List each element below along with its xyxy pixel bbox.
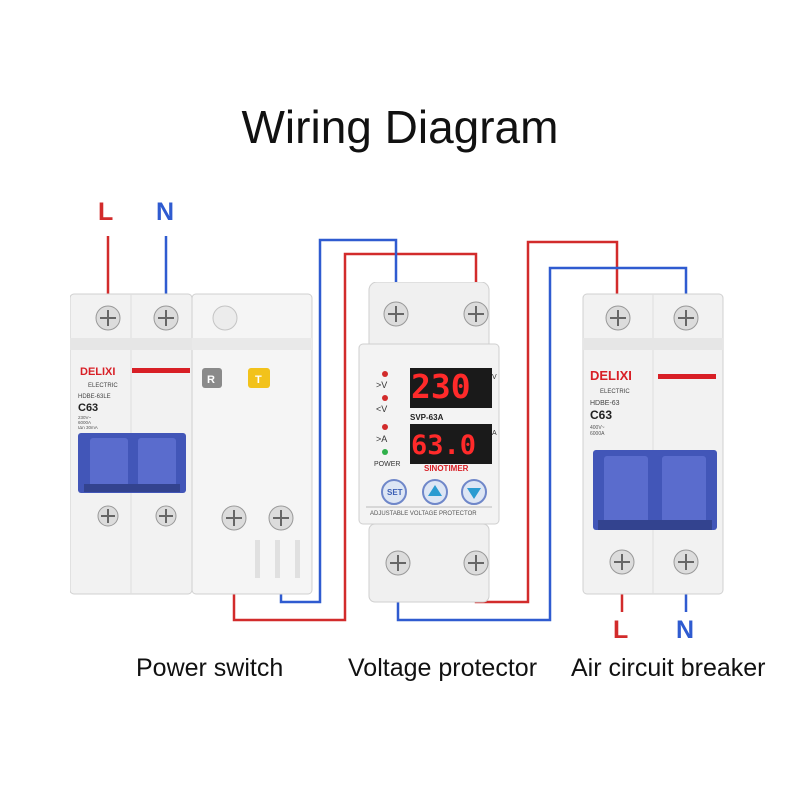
air-breaker-caption: Air circuit breaker [571,654,766,682]
power-switch-model: HDBE-63LE [78,394,111,400]
protector-model: SVP-63A [410,413,444,422]
power-switch-out-screw-live-icon [221,505,247,531]
current-unit: A [492,430,497,437]
breaker-out-screw-neutral-icon [673,549,699,575]
breaker-spec-2: 6000A [590,431,605,437]
under-voltage-led-icon [382,395,388,401]
air-breaker-device: DELIXI ELECTRIC HDBE-63 C63 400V~ 6000A [582,293,724,595]
power-switch-top-screw-neutral-icon [153,305,179,331]
voltage-unit: V [492,374,497,381]
breaker-brand: DELIXI [590,368,632,383]
under-voltage-label: <V [376,404,387,414]
power-switch-test-button[interactable] [248,368,270,388]
breaker-model: HDBE-63 [590,400,620,407]
power-switch-rating: C63 [78,402,98,414]
power-switch-bottom-screw-icon-1 [97,505,119,527]
breaker-spec-1: 400V~ [590,425,605,431]
power-switch-sub: ELECTRIC [88,383,118,389]
over-current-label: >A [376,434,387,444]
voltage-protector-caption: Voltage protector [348,654,538,682]
current-readout: 63.0 [411,430,476,461]
over-voltage-led-icon [382,371,388,377]
power-switch-r-label: R [207,374,215,386]
voltage-readout: 230 [411,367,471,406]
power-switch-device: DELIXI ELECTRIC HDBE-63LE C63 230V~ 6000… [70,293,313,595]
power-switch-out-screw-neutral-icon [268,505,294,531]
power-label: POWER [374,461,400,468]
power-switch-bottom-screw-icon-2 [155,505,177,527]
breaker-in-screw-neutral-icon [673,305,699,331]
protector-in-screw-live-icon [463,301,489,327]
current-display-panel [410,424,492,464]
breaker-in-screw-live-icon [605,305,631,331]
power-switch-spec-1: 230V~ [78,415,92,420]
over-voltage-label: >V [376,380,387,390]
power-switch-caption: Power switch [136,654,284,682]
input-live-label: L [98,198,114,226]
output-live-label: L [613,616,629,644]
set-button-label: SET [387,488,403,497]
power-switch-spec-2: 6000A [78,420,91,425]
breaker-out-screw-live-icon [609,549,635,575]
down-arrow-icon [467,488,481,499]
protector-brand: SINOTIMER [424,464,469,473]
power-led-icon [382,449,388,455]
power-switch-top-screw-live-icon [95,305,121,331]
power-switch-t-label: T [255,374,262,386]
input-neutral-label: N [156,198,175,226]
up-arrow-icon [428,485,442,496]
protector-out-screw-live-icon [463,550,489,576]
diagram-title: Wiring Diagram [241,101,559,153]
set-button[interactable] [381,479,407,505]
protector-in-screw-neutral-icon [383,301,409,327]
protector-neutral-to-breaker-wire [396,266,688,622]
protector-out-screw-neutral-icon [385,550,411,576]
voltage-protector-device: 230 V SVP-63A 63.0 A >V <V >A POWER SINO… [358,282,500,603]
output-neutral-label: N [676,616,695,644]
power-switch-reset-button[interactable] [202,368,222,388]
breaker-rating: C63 [590,408,612,422]
switch-live-to-protector-wire [232,252,478,622]
protector-footer: ADJUSTABLE VOLTAGE PROTECTOR [370,511,477,517]
power-switch-brand: DELIXI [80,366,115,378]
voltage-display-panel [410,368,492,408]
over-current-led-icon [382,424,388,430]
power-switch-spec-3: IΔn 30mA [78,425,98,430]
breaker-sub: ELECTRIC [600,389,630,395]
